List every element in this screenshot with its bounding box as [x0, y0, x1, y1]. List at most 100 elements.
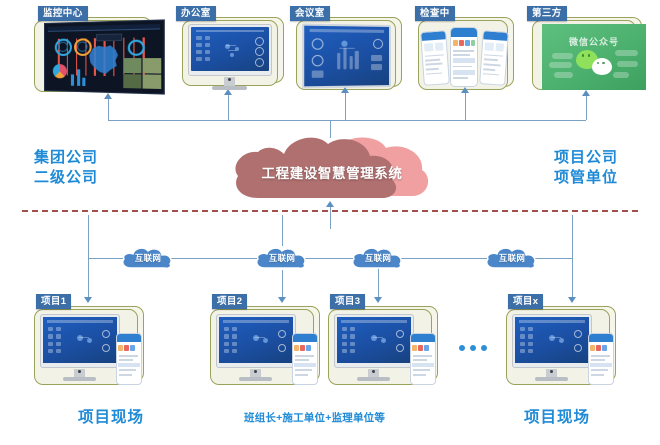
phone-stat-tile — [294, 345, 300, 351]
ellipsis-dot — [459, 345, 465, 351]
phone-text-line — [412, 369, 430, 371]
kpi-chip — [350, 349, 356, 354]
monitor-logo-dot — [254, 370, 257, 373]
network-link — [339, 47, 355, 49]
cloud-uplink — [330, 207, 332, 229]
project-monitor-screen-1 — [43, 317, 117, 363]
kpi-chip — [48, 349, 54, 354]
network-node-icon — [225, 43, 231, 49]
wechat-eye — [597, 62, 600, 65]
internet-cloud-3: 互联网 — [350, 246, 406, 270]
node-label-inspecting: 检查中 — [415, 6, 455, 21]
phone-app-header — [451, 28, 477, 38]
monitor-stand-base — [535, 377, 568, 381]
phone-stat-tile — [452, 39, 458, 46]
arrow-down-project-1 — [84, 297, 92, 303]
wechat-panel-title: 微信公众号 — [568, 36, 619, 47]
monitor-logo-dot — [372, 370, 375, 373]
phone-left-screen — [420, 30, 450, 86]
kpi-chip — [196, 42, 202, 47]
monitor-stand-base — [357, 377, 390, 381]
cloud-shape-icon — [122, 247, 172, 269]
arrow-up-4 — [461, 87, 469, 93]
wechat-official-account-panel: 微信公众号 — [542, 24, 646, 90]
kpi-chip — [370, 64, 383, 71]
ellipsis-dot — [470, 345, 476, 351]
phone-text-line — [426, 68, 439, 71]
org-label-right: 项目公司 项管单位 — [554, 148, 618, 188]
gauge-ring-icon — [574, 329, 583, 338]
project-label-x: 项目x — [508, 294, 544, 309]
node-label-monitoring-center: 监控中心 — [38, 6, 88, 21]
phone-text-line — [484, 54, 503, 58]
dashboard-topbar — [223, 320, 289, 323]
kpi-chip — [205, 49, 211, 54]
kpi-chip — [370, 54, 383, 61]
arrow-down-project-3 — [374, 297, 382, 303]
phone-list-row — [412, 363, 434, 367]
kpi-chip — [528, 341, 534, 346]
node-label-third-party: 第三方 — [527, 6, 567, 21]
wechat-bubble-white-icon — [591, 58, 612, 76]
top-drop-3 — [345, 93, 347, 120]
kpi-chip — [342, 334, 348, 339]
arrow-up-5 — [582, 90, 590, 96]
bus-to-cloud — [330, 120, 332, 138]
camera-feed-thumbnail — [142, 58, 162, 74]
phone-text-line — [425, 62, 443, 66]
phone-text-line — [412, 359, 428, 361]
phone-text-line — [412, 355, 432, 357]
phone-text-line — [294, 369, 312, 371]
cloud-shape-icon — [352, 247, 402, 269]
monitor-logo-dot — [228, 78, 231, 81]
cloud-shape-icon — [256, 247, 306, 269]
org-boundary-divider — [22, 210, 638, 212]
arrow-up-3 — [341, 87, 349, 93]
phone-list-row — [294, 363, 316, 367]
phone-text-line — [118, 374, 132, 376]
phone-text-line — [412, 374, 426, 376]
network-link — [228, 50, 237, 52]
phone-stat-tile — [596, 345, 601, 351]
phone-text-line — [425, 54, 444, 58]
org-label-left: 集团公司 二级公司 — [34, 148, 98, 188]
dashboard-topbar — [195, 30, 265, 33]
caption-left: 项目现场 — [78, 409, 145, 426]
phone-text-line — [118, 369, 136, 371]
kpi-chip — [48, 327, 54, 332]
kpi-chip — [56, 327, 62, 332]
project-phone-1 — [116, 333, 142, 385]
pie-chart-icon — [52, 63, 67, 79]
phone-app-header — [421, 31, 446, 42]
wechat-tag — [549, 62, 573, 69]
internet-label: 互联网 — [134, 253, 162, 263]
network-node-icon — [77, 335, 84, 342]
riser-left-edge — [88, 215, 90, 258]
phone-stat-tile — [300, 345, 305, 351]
kpi-chip — [224, 341, 230, 346]
gauge-ring-icon — [574, 343, 583, 352]
kpi-chip — [520, 327, 526, 332]
network-node-icon — [230, 52, 234, 57]
phone-stat-tile — [590, 345, 596, 351]
phone-card — [495, 43, 505, 52]
node-label-meeting-room: 会议室 — [290, 6, 330, 21]
phone-right-screen — [479, 30, 509, 86]
kpi-chip — [528, 327, 534, 332]
phone-stat-tile — [465, 39, 471, 46]
wechat-eye — [581, 54, 585, 57]
kpi-chip — [224, 334, 230, 339]
kpi-chip — [520, 334, 526, 339]
kpi-chip — [224, 349, 230, 354]
bar-chart-bar — [337, 52, 341, 70]
cloud-title: 工程建设智慧管理系统 — [261, 166, 403, 181]
network-link — [372, 337, 383, 339]
phone-stat-tile — [423, 345, 429, 351]
caption-right: 项目现场 — [524, 409, 591, 426]
phone-list-row — [590, 363, 612, 367]
gauge-ring-icon — [278, 329, 287, 338]
kpi-chip — [342, 341, 348, 346]
monitor-stand-neck — [74, 369, 85, 378]
network-node-icon — [253, 335, 260, 342]
kpi-chip — [48, 334, 54, 339]
